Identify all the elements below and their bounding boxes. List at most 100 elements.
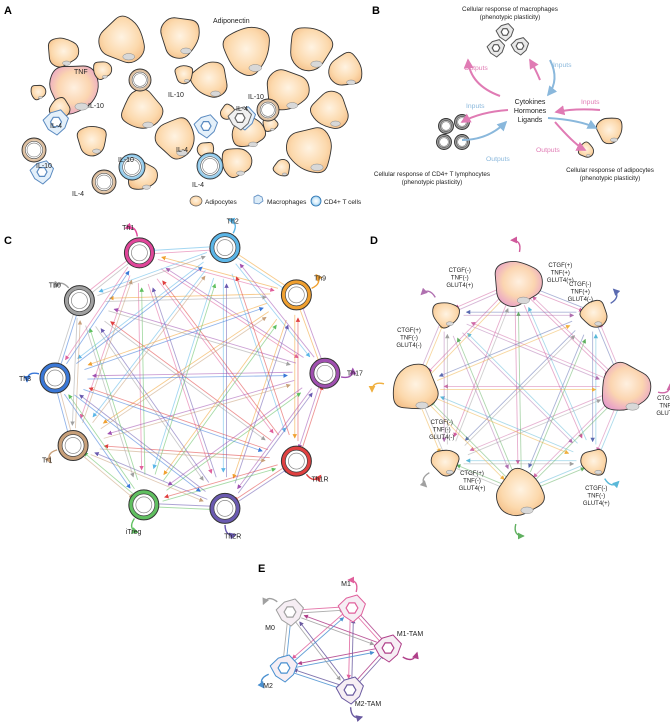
interaction-edge [456, 337, 513, 472]
cell-inner [25, 141, 43, 159]
phenotype-label: TNF(-) [451, 275, 469, 281]
legend-adipocytes: Adipocytes [205, 199, 238, 206]
adipocyte-node [392, 363, 439, 410]
adipocyte-cell [98, 15, 145, 64]
nucleus [180, 47, 192, 55]
self-loop-arrow [347, 576, 358, 593]
nucleus [261, 103, 275, 117]
panel-a-letter: A [4, 5, 12, 17]
interaction-edge [84, 307, 264, 370]
adipocyte-node [579, 299, 608, 328]
interaction-edge [464, 335, 576, 446]
nucleus [74, 102, 89, 111]
interaction-edge [154, 501, 216, 507]
interaction-edge [297, 304, 321, 364]
interaction-edge [76, 266, 203, 364]
nucleus [26, 142, 42, 158]
interaction-edge [462, 332, 573, 444]
interaction-edge [68, 394, 135, 489]
node-label: Th9 [314, 276, 326, 283]
nucleus [184, 79, 190, 83]
nucleus [282, 172, 287, 176]
nucleus [131, 244, 148, 262]
cell-inner [259, 101, 277, 119]
nucleus [248, 64, 262, 72]
interaction-edge [100, 316, 267, 430]
adipocyte-cell [266, 69, 310, 111]
nucleus [625, 402, 640, 411]
interaction-edge [70, 317, 78, 426]
nucleus [441, 121, 451, 131]
interaction-edge [113, 308, 297, 364]
interaction-edge [162, 467, 277, 502]
tcell-caption-sub: (phenotypic plasticity) [402, 179, 463, 186]
phenotype-label: GLUT4(+) [446, 283, 473, 289]
interaction-edge [452, 335, 509, 470]
interaction-edge [153, 506, 215, 512]
node-th1r [280, 445, 312, 477]
adipocyte-caption-sub: (phenotypic plasticity) [580, 175, 641, 182]
panel-e-letter: E [258, 563, 265, 575]
nucleus [381, 642, 395, 654]
inputs-label: Inputs [581, 99, 600, 106]
self-loop-arrow [44, 449, 58, 464]
nucleus [64, 437, 82, 454]
tcell-legend-icon [310, 195, 322, 207]
interaction-edge [107, 379, 295, 435]
nucleus [49, 116, 63, 128]
cell-inner [200, 156, 220, 176]
adipocyte-cell [286, 127, 332, 174]
interaction-edge [164, 464, 278, 499]
adipocyte-cell [328, 51, 363, 86]
interaction-edge [161, 255, 279, 289]
nucleus [500, 28, 510, 36]
node-label: Th0 [49, 283, 61, 290]
nucleus [277, 662, 291, 674]
interaction-edge [98, 252, 208, 293]
phenotype-label: GLUT4(-) [656, 411, 670, 417]
adipocyte-cell [221, 148, 253, 179]
panel-b: B Cellular response of macrophages (phen… [372, 5, 654, 186]
nucleus [286, 102, 298, 109]
interaction-edge [154, 283, 217, 475]
phenotype-label: GLUT4(-) [429, 435, 454, 441]
arrow-outputs-adipocyte-2 [554, 105, 601, 116]
phenotype-label: GLUT4(+) [583, 501, 610, 507]
interaction-edge [357, 611, 386, 643]
self-loop-arrow [257, 673, 269, 689]
interaction-edge [234, 324, 289, 484]
nucleus [36, 167, 48, 177]
interaction-edge [137, 283, 144, 471]
interaction-edge [237, 392, 313, 494]
self-loop-arrow [349, 707, 364, 722]
arrow-inputs-adipocyte [547, 117, 598, 129]
node-label: M1 [341, 581, 351, 588]
interaction-edge [102, 311, 269, 424]
interaction-edge [235, 276, 290, 436]
macrophage-legend-icon [253, 194, 264, 205]
adipocyte-cell [121, 88, 164, 129]
arrow-outputs-tcell [460, 109, 509, 123]
node-label: Th2R [224, 533, 241, 540]
hormones-label: Hormones [514, 108, 547, 115]
nucleus [288, 286, 305, 304]
panel-c-letter: C [4, 235, 12, 247]
interaction-edge [427, 294, 504, 373]
arrow-inputs-macrophage [546, 59, 558, 97]
nucleus [345, 602, 359, 614]
interaction-edge [436, 324, 571, 381]
nucleus [346, 79, 356, 86]
arrow-outputs-macrophage [463, 58, 501, 97]
macrophage-cluster [486, 23, 530, 58]
interaction-edge [529, 338, 586, 473]
interaction-edge [438, 320, 573, 377]
panel-a-legend: Adipocytes Macrophages CD4+ T cells [189, 194, 362, 207]
node-label: Th2 [227, 219, 239, 226]
self-loop-arrow [262, 597, 278, 606]
adipocyte-cell [160, 17, 200, 59]
nucleus [248, 141, 258, 148]
interaction-edge [167, 387, 303, 486]
il10-label: IL-10 [248, 94, 264, 101]
